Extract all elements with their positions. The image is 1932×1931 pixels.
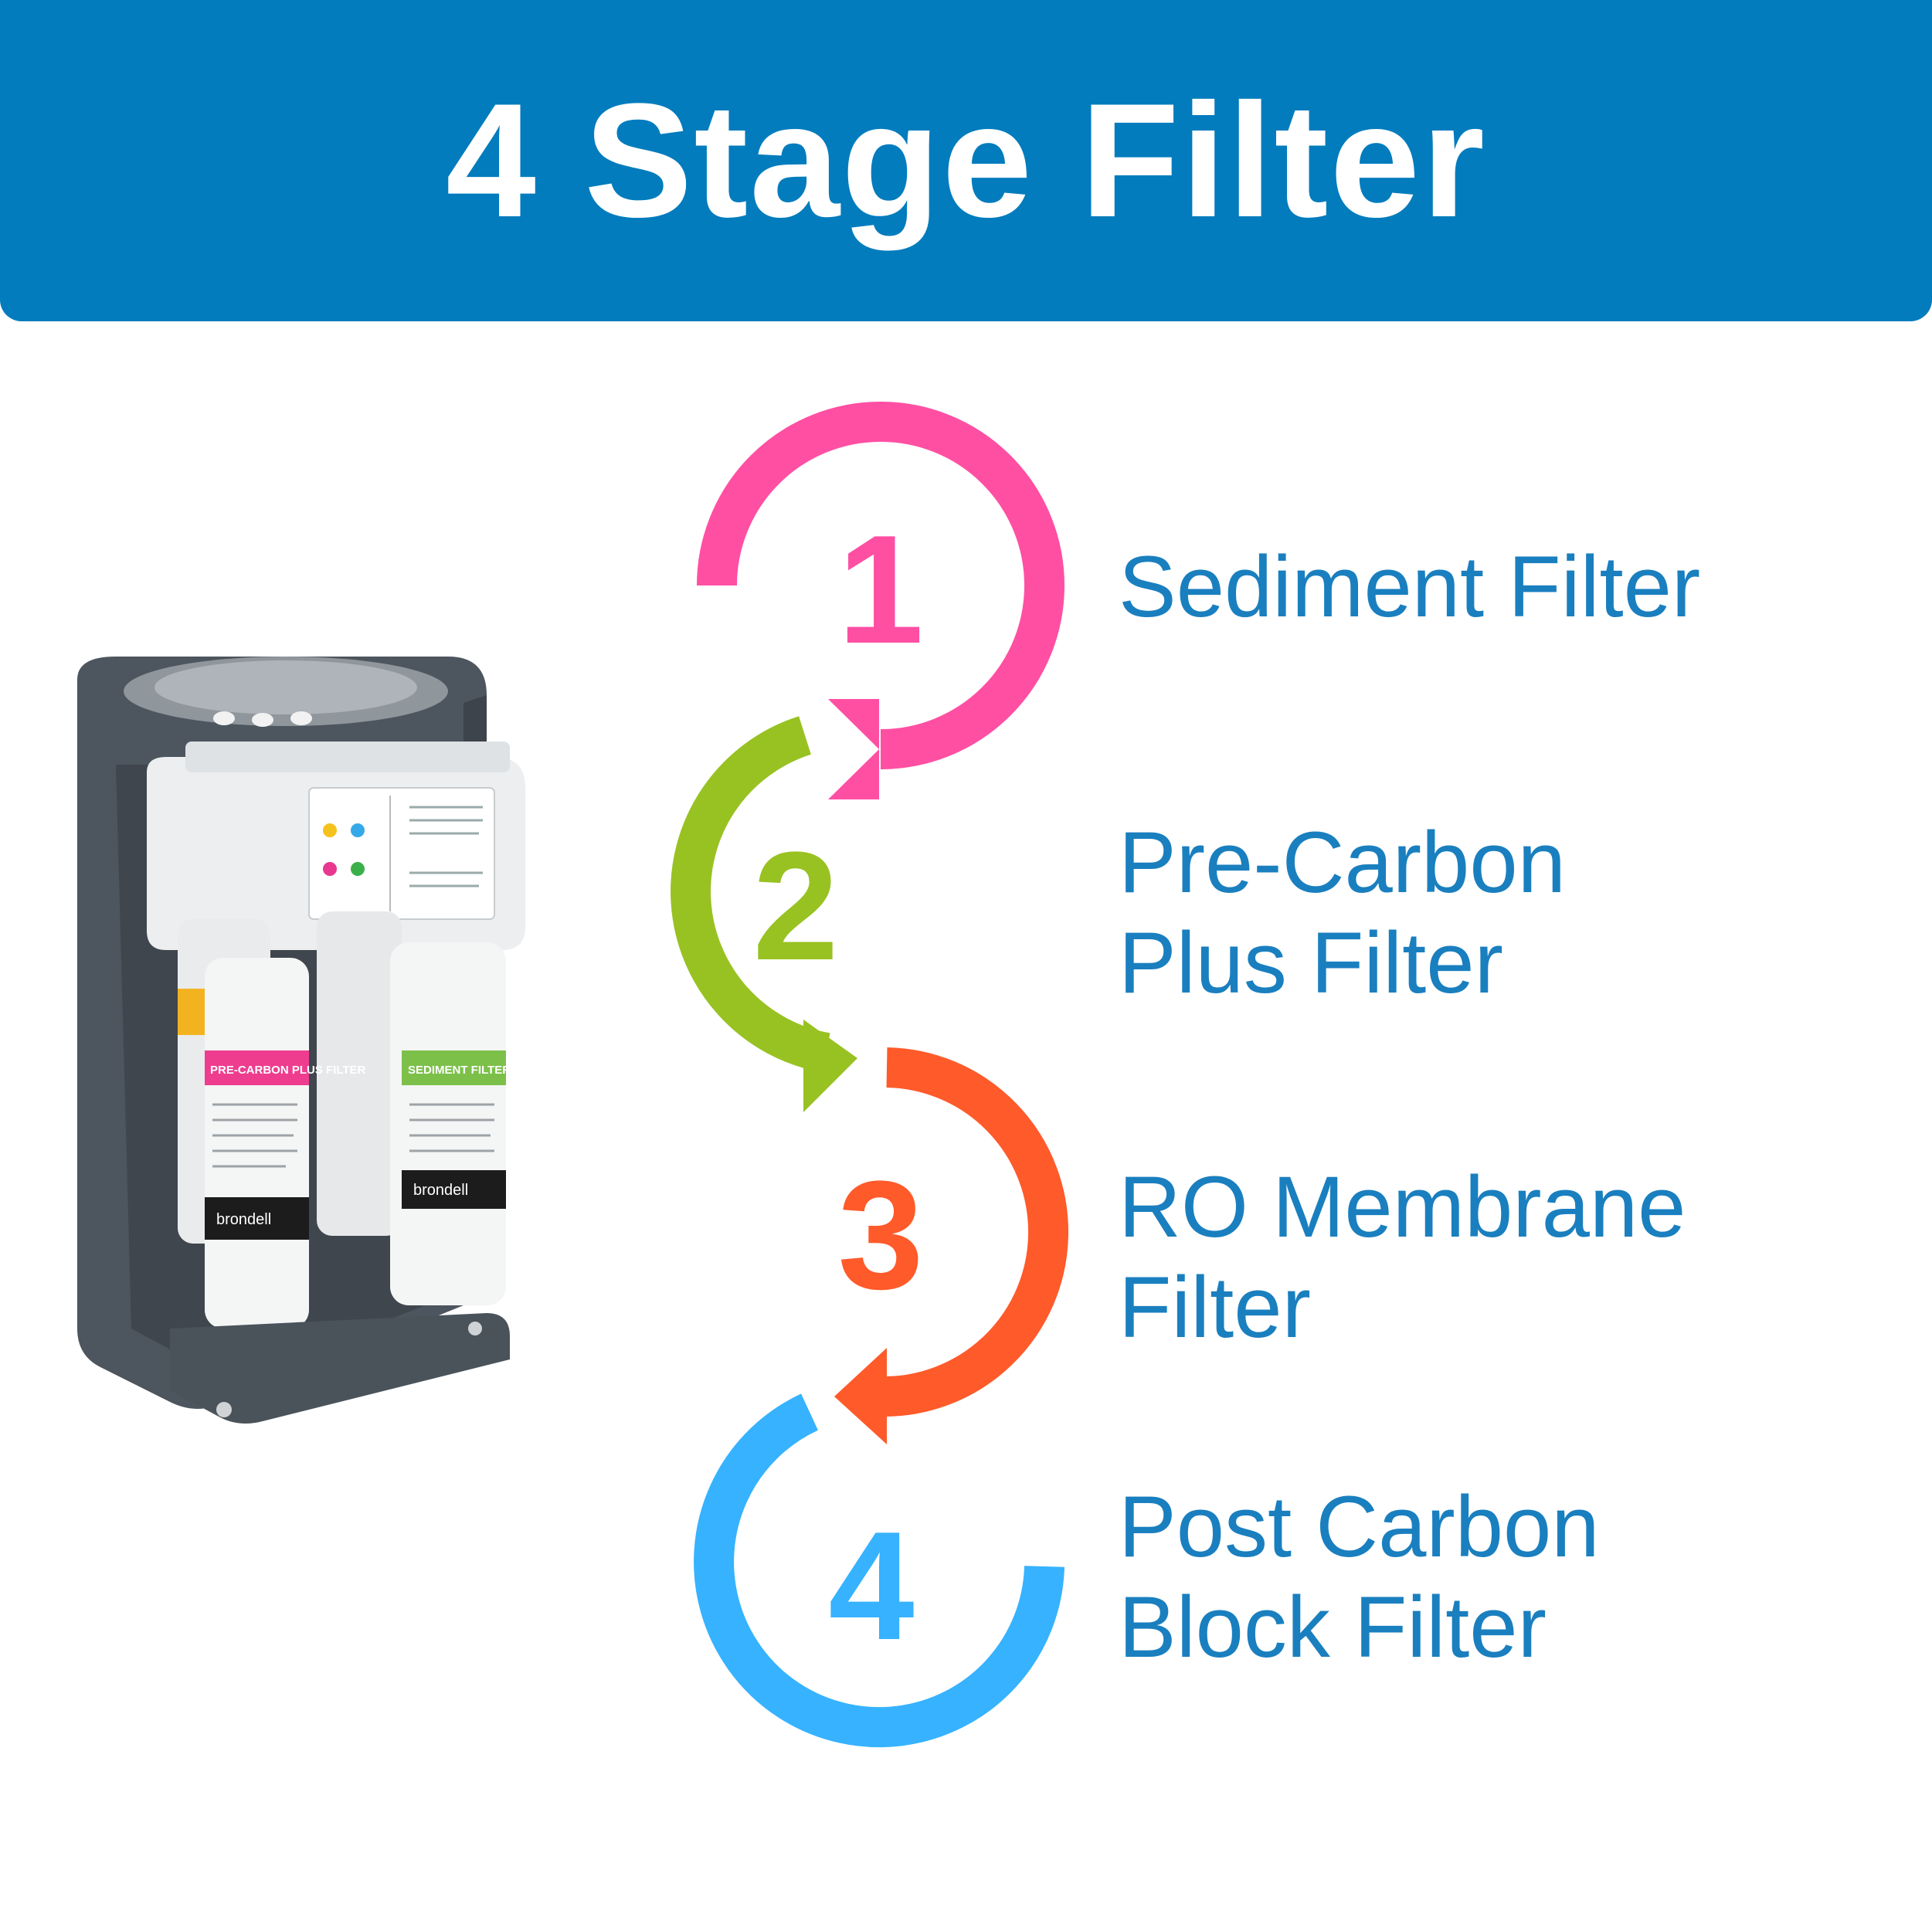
- cartridge-label-sediment: SEDIMENT FILTER: [408, 1064, 511, 1077]
- stage-3-arc: [880, 1047, 1068, 1417]
- water-purifier-illustration: PRE-CARBON PLUS FILTER brondell SEDIMENT…: [77, 657, 525, 1424]
- stage-4-label: Post Carbon Block Filter: [1119, 1477, 1600, 1678]
- brand-label-right: brondell: [413, 1182, 468, 1199]
- stage-2-arc: [671, 716, 830, 1073]
- stage-1-arrowhead: [828, 699, 879, 799]
- stage-3-number: 3: [837, 1149, 923, 1322]
- stage-4-label-line-1: Post Carbon: [1119, 1478, 1600, 1575]
- stage-2-label: Pre-Carbon Plus Filter: [1119, 813, 1566, 1013]
- stage-3-label-line-1: RO Membrane: [1119, 1159, 1686, 1255]
- stage-1-arc: [697, 402, 1064, 769]
- stage-1-label-line: Sediment Filter: [1119, 538, 1701, 635]
- stage-2-label-line-2: Plus Filter: [1119, 915, 1503, 1011]
- brand-label-left: brondell: [216, 1211, 271, 1228]
- stage-1-number: 1: [837, 504, 923, 676]
- stage-2-label-line-1: Pre-Carbon: [1119, 814, 1566, 911]
- header-banner: 4 Stage Filter: [0, 0, 1932, 321]
- stage-4-number: 4: [828, 1500, 914, 1672]
- stage-3-label-line-2: Filter: [1119, 1259, 1311, 1356]
- cartridge-label-pre-carbon: PRE-CARBON PLUS FILTER: [210, 1064, 366, 1077]
- page-title: 4 Stage Filter: [446, 70, 1486, 251]
- stage-2-arrowhead: [803, 1020, 857, 1112]
- stage-4-label-line-2: Block Filter: [1119, 1579, 1547, 1675]
- stage-2-number: 2: [752, 820, 838, 993]
- stage-3-label: RO Membrane Filter: [1119, 1157, 1686, 1358]
- stage-3-arrowhead: [834, 1348, 887, 1444]
- stage-4-arc: [694, 1393, 1064, 1748]
- product-image: PRE-CARBON PLUS FILTER brondell SEDIMENT…: [31, 649, 525, 1452]
- stage-1-label: Sediment Filter: [1119, 537, 1700, 637]
